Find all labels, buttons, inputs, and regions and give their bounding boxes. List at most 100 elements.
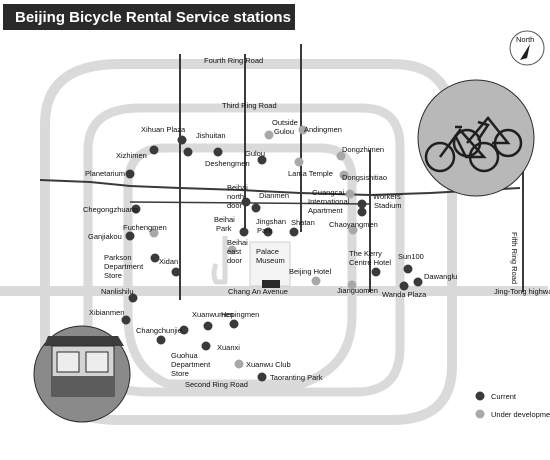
label-xizhimen: Xizhimen [116, 151, 147, 160]
label-jingshan-2: Park [257, 226, 273, 235]
fifth-ring-road-label: Fifth Ring Road [510, 232, 519, 284]
chang-an-avenue-label: Chang An Avenue [228, 287, 288, 296]
station-dot-beihai-east-door [227, 245, 237, 255]
label-beihai-east-2: east [227, 247, 242, 256]
station-dot-deshengmen [213, 147, 223, 157]
legend-current-dot [475, 391, 485, 401]
station-dot-guangcai [357, 199, 367, 209]
label-parkson-3: Store [104, 271, 122, 280]
label-andingmen: Andingmen [304, 125, 342, 134]
label-xihuan-plaza: Xihuan Plaza [141, 125, 186, 134]
label-xidan: Xidan [159, 257, 178, 266]
station-dot-dianmen [241, 197, 251, 207]
label-taoranting: Taoranting Park [270, 373, 323, 382]
station-dot-planetarium [125, 169, 135, 179]
station-dot-chaoyangmen [348, 225, 358, 235]
label-dawanglu: Dawanglu [424, 272, 457, 281]
map-title: Beijing Bicycle Rental Service stations [15, 9, 291, 26]
label-beihai-east-1: Beihai [227, 238, 248, 247]
label-dongzhimen: Dongzhimen [342, 145, 384, 154]
label-gongti-3: Apartment [308, 206, 344, 215]
label-nanlishilu: Nanlishilu [101, 287, 134, 296]
station-dot-beihai-north-door [251, 203, 261, 213]
label-outside-gulou-1: Outside [272, 118, 298, 127]
label-jingshan-1: Jingshan [256, 217, 286, 226]
label-changchunjie: Changchunjie [136, 326, 182, 335]
label-xibianmen: Xibianmen [89, 308, 124, 317]
label-xuanxi: Xuanxi [217, 343, 240, 352]
straight-roads [0, 44, 548, 300]
current-stations [121, 135, 423, 382]
station-dot-kerry-centre [371, 267, 381, 277]
label-beihai-east-3: door [227, 256, 243, 265]
palace-inner-outline [211, 236, 228, 285]
label-beihai-park-2: Park [216, 224, 232, 233]
label-planetarium: Planetarium [85, 169, 125, 178]
bicycle-icon [424, 116, 523, 173]
booth-icon [44, 336, 124, 397]
label-shatan: Shatan [291, 218, 315, 227]
station-dot-dawanglu [413, 277, 423, 287]
label-guohua-3: Store [171, 369, 189, 378]
label-beijing-hotel: Beijing Hotel [289, 267, 331, 276]
station-dot-ganjiakou [125, 231, 135, 241]
station-dot-xizhimen [149, 145, 159, 155]
label-fuchengmen: Fuchengmen [123, 223, 167, 232]
label-guohua-2: Department [171, 360, 211, 369]
label-beihai-north-2: north [227, 192, 244, 201]
palace-museum-label-2: Museum [256, 256, 285, 265]
second-ring-road-label: Second Ring Road [185, 380, 248, 389]
station-dot-beijing-hotel [311, 276, 321, 286]
compass-label: North [516, 35, 534, 44]
label-jianguomen: Jianguomen [337, 286, 378, 295]
palace-museum-label-1: Palace [256, 247, 279, 256]
label-chaoyangmen: Chaoyangmen [329, 220, 378, 229]
label-gulou: Gulou [245, 149, 265, 158]
label-hepingmen: Hepingmen [221, 310, 259, 319]
station-dot-dongzhimen [336, 151, 346, 161]
label-dongsishitiao: Dongsishitiao [342, 173, 387, 182]
label-sun100: Sun100 [398, 252, 424, 261]
label-guohua-1: Guohua [171, 351, 199, 360]
jingtong-highway-label: Jing-Tong highway [494, 287, 550, 296]
label-workers-1: Workers' [373, 192, 403, 201]
bicycle-photo-inset [417, 79, 535, 197]
station-dot-jishuitan [183, 147, 193, 157]
station-dot-guohua [156, 335, 166, 345]
fourth-ring-road-label: Fourth Ring Road [204, 56, 263, 65]
station-dot-outside-gulou [264, 130, 274, 140]
label-gongti-1: Guangcai [312, 188, 344, 197]
station-dot-xihuan-plaza [177, 135, 187, 145]
label-dianmen: Dianmen [259, 191, 289, 200]
road-labels: Fourth Ring Road Third Ring Road Second … [185, 56, 550, 389]
station-dot-beihai-park [239, 227, 249, 237]
compass-circle [509, 30, 545, 66]
development-stations [149, 125, 358, 369]
station-dot-hepingmen [229, 319, 239, 329]
legend-development-label: Under development [491, 410, 550, 419]
palace-museum: Palace Museum [249, 241, 291, 288]
station-dot-xuanwumen [203, 321, 213, 331]
station-dot-jianguomen [347, 280, 357, 290]
north-arrow-icon [520, 44, 530, 60]
label-jishuitan: Jishuitan [196, 131, 226, 140]
title-bar: Beijing Bicycle Rental Service stations [3, 4, 295, 30]
station-dot-workers-stadium [345, 189, 355, 199]
legend-development-dot [475, 409, 485, 419]
north-avenue [39, 179, 521, 197]
label-ganjiakou: Ganjiakou [88, 232, 122, 241]
station-dot-xibianmen [121, 315, 131, 325]
label-kerry-1: The Kerry [349, 249, 382, 258]
station-dot-xidan [171, 267, 181, 277]
label-lama-temple: Lama Temple [288, 169, 333, 178]
station-dot-gulou [257, 155, 267, 165]
label-xuanwumen: Xuanwumen [192, 310, 234, 319]
rental-booth-photo-inset [33, 325, 131, 423]
compass: North [509, 30, 545, 66]
label-chegongzhuang: Chegongzhuang [83, 205, 138, 214]
station-dot-lama-temple [294, 157, 304, 167]
station-dot-changchunjie [179, 325, 189, 335]
station-dot-nanlishilu [128, 293, 138, 303]
station-dot-gongti [357, 207, 367, 217]
station-dot-parkson [150, 253, 160, 263]
